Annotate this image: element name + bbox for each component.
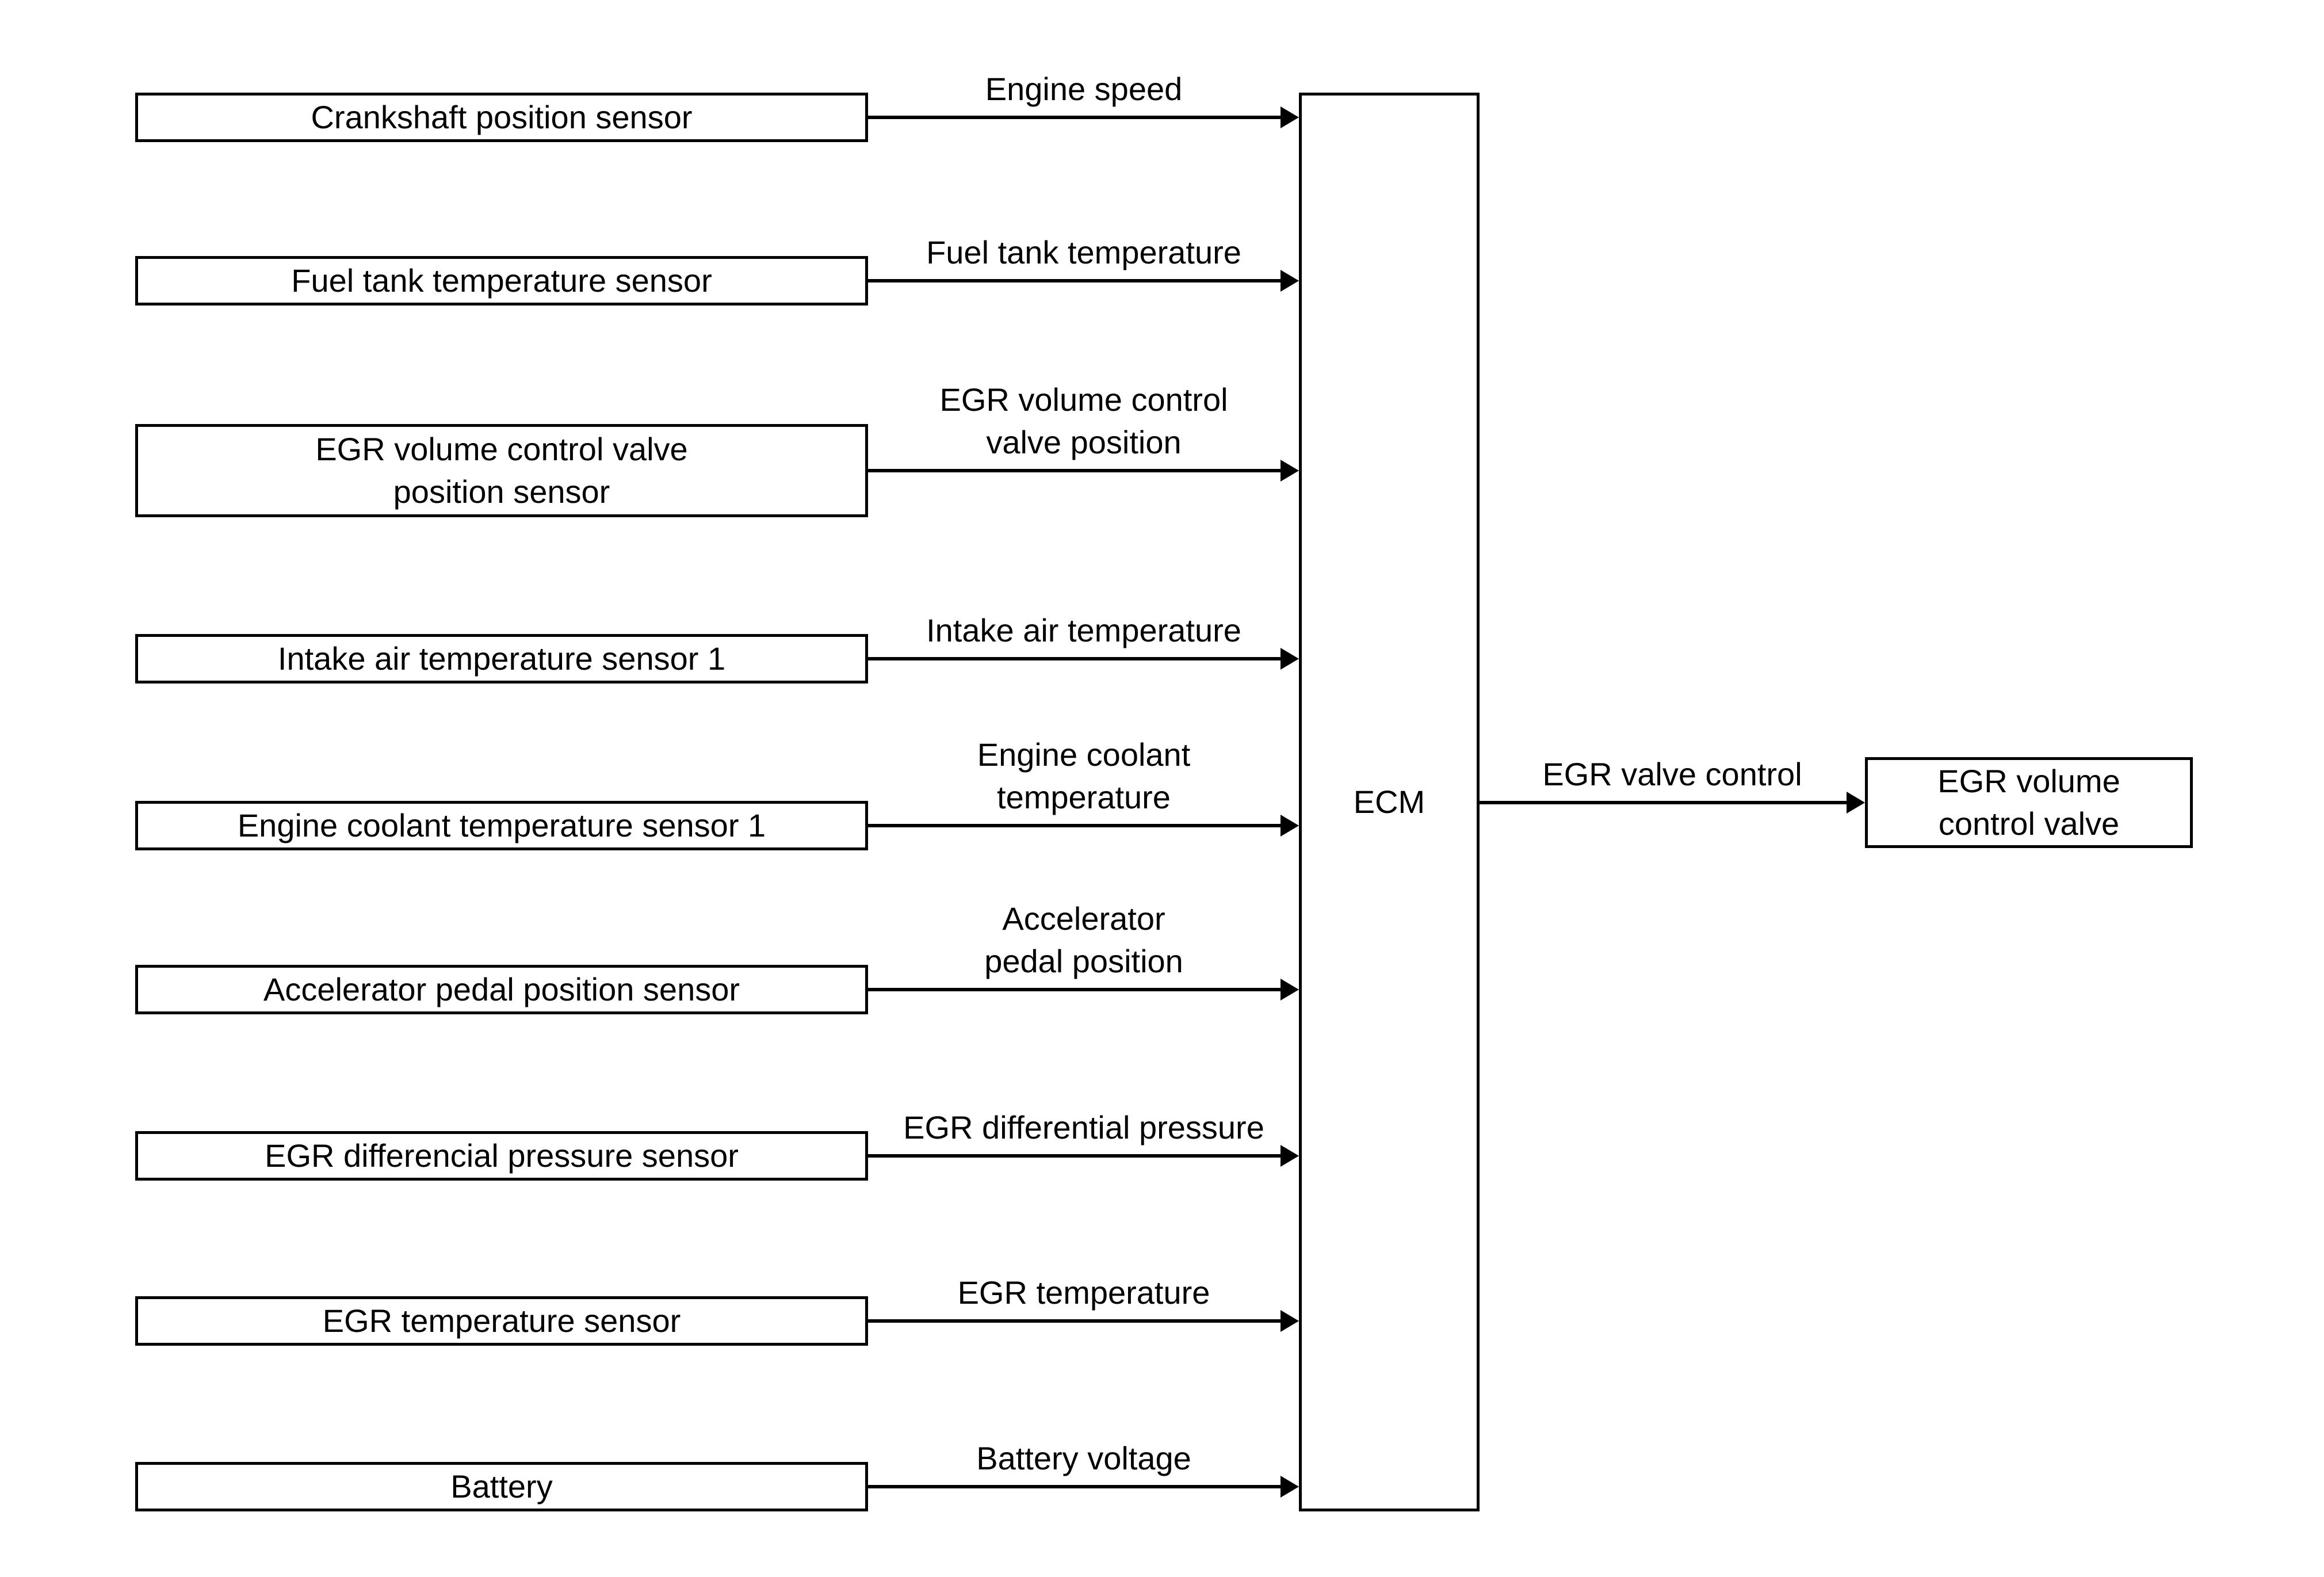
connector-line [868, 988, 1282, 991]
connector-line [868, 469, 1282, 472]
source-box-label: Engine coolant temperature sensor 1 [237, 807, 766, 843]
signal-label-intake-air-temperature: Intake air temperature [926, 612, 1241, 648]
connector-line [868, 824, 1282, 827]
source-box-fuel-tank-temperature-sensor: Fuel tank temperature sensor [135, 256, 868, 306]
connector-line [868, 1154, 1282, 1158]
arrowhead-right-icon [1281, 1310, 1299, 1332]
signal-label-egr-differential-pressure: EGR differential pressure [903, 1109, 1264, 1145]
signal-label-engine-coolant-temperature: Engine coolant temperature [977, 736, 1191, 815]
source-box-battery: Battery [135, 1462, 868, 1511]
arrowhead-right-icon [1281, 648, 1299, 670]
source-box-label: Accelerator pedal position sensor [263, 971, 740, 1007]
egr-volume-control-valve-box: EGR volume control valve [1865, 757, 2193, 848]
arrowhead-right-icon [1281, 1145, 1299, 1167]
signal-label-battery-voltage: Battery voltage [976, 1440, 1191, 1476]
source-box-crankshaft-position-sensor: Crankshaft position sensor [135, 93, 868, 142]
signal-label-fuel-tank-temperature: Fuel tank temperature [926, 234, 1241, 270]
connector-line [868, 116, 1282, 119]
source-box-label: EGR volume control valve position sensor [315, 431, 688, 510]
connector-line [868, 1319, 1282, 1323]
source-box-egr-differencial-pressure-sensor: EGR differencial pressure sensor [135, 1131, 868, 1181]
signal-label-accelerator-pedal-position: Accelerator pedal position [984, 900, 1183, 979]
connector-line [1480, 801, 1847, 804]
arrowhead-right-icon [1281, 979, 1299, 1001]
arrowhead-right-icon [1281, 815, 1299, 837]
source-box-engine-coolant-temperature-sensor-1: Engine coolant temperature sensor 1 [135, 801, 868, 850]
source-box-label: Fuel tank temperature sensor [291, 262, 712, 299]
source-box-egr-temperature-sensor: EGR temperature sensor [135, 1296, 868, 1346]
arrowhead-right-icon [1847, 792, 1865, 814]
source-box-label: EGR differencial pressure sensor [265, 1137, 739, 1174]
signal-label-egr-volume-control-valve-position: EGR volume control valve position [939, 381, 1228, 460]
source-box-label: EGR temperature sensor [322, 1303, 681, 1339]
connector-line [868, 1485, 1282, 1488]
connector-line [868, 657, 1282, 660]
signal-label-egr-valve-control: EGR valve control [1542, 756, 1802, 792]
arrowhead-right-icon [1281, 106, 1299, 128]
source-box-intake-air-temperature-sensor-1: Intake air temperature sensor 1 [135, 634, 868, 684]
ecm-box: ECM [1299, 93, 1480, 1511]
connector-line [868, 279, 1282, 282]
source-box-label: Crankshaft position sensor [311, 99, 693, 135]
source-box-egr-volume-control-valve-position-sensor: EGR volume control valve position sensor [135, 424, 868, 517]
source-box-label: Battery [450, 1468, 553, 1505]
source-box-accelerator-pedal-position-sensor: Accelerator pedal position sensor [135, 965, 868, 1014]
arrowhead-right-icon [1281, 460, 1299, 482]
ecm-label: ECM [1353, 784, 1425, 820]
signal-label-egr-temperature: EGR temperature [957, 1274, 1210, 1311]
signal-label-engine-speed: Engine speed [985, 71, 1183, 107]
egr-volume-control-valve-label: EGR volume control valve [1937, 763, 2120, 842]
source-box-label: Intake air temperature sensor 1 [277, 640, 726, 677]
arrowhead-right-icon [1281, 1476, 1299, 1498]
arrowhead-right-icon [1281, 270, 1299, 292]
